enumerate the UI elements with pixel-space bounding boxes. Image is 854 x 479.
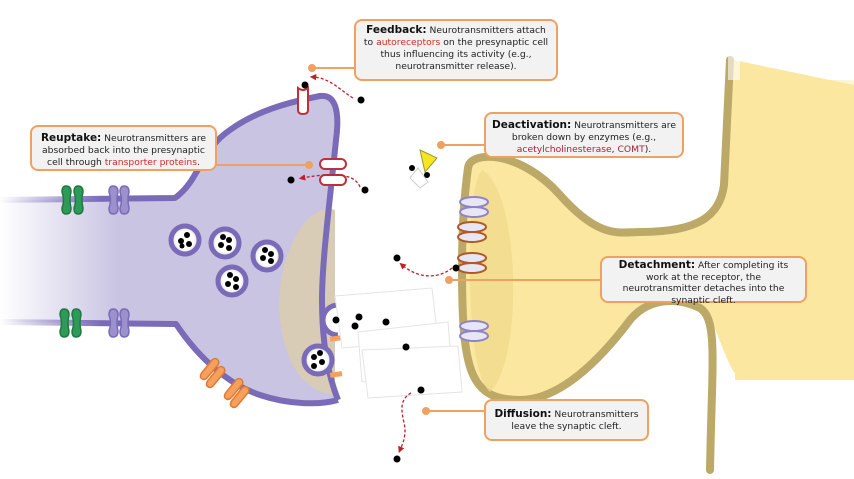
vesicle (215, 264, 249, 298)
callout-title: Detachment: (618, 259, 696, 271)
neurotransmitter (357, 96, 365, 104)
receptor-purple-1 (459, 196, 489, 218)
snare-protein (329, 371, 343, 378)
pathway-arrows (298, 73, 453, 454)
postsynaptic-body (462, 60, 854, 400)
neurotransmitter (452, 264, 460, 272)
neurotransmitter (417, 386, 425, 394)
postsynaptic-neuron (458, 40, 854, 474)
neurotransmitter (355, 313, 363, 321)
neurotransmitter (382, 318, 390, 326)
callout-text: Neurotransmitters are absorbed back into… (42, 133, 207, 168)
receptor-purple-2 (459, 320, 489, 342)
callout-text: on the presynaptic cell thus influencing… (380, 37, 549, 72)
callout-diffusion: Diffusion: Neurotransmitters leave the s… (484, 399, 649, 441)
callout-title: Deactivation: (492, 119, 572, 131)
ion-channel-green-bottom (59, 308, 82, 338)
enzyme (409, 149, 438, 189)
callout-text: Neurotransmitters attach to (363, 25, 546, 48)
vesicle-docked (301, 343, 335, 377)
diffusion-arrow (398, 392, 412, 454)
comt-term: COMT (617, 144, 645, 155)
callout-text: Neurotransmitters are broken down by enz… (511, 120, 676, 143)
synaptic-vesicles (168, 223, 339, 377)
ion-channel-orange (199, 357, 250, 409)
neurotransmitters (287, 96, 460, 463)
neurotransmitter (332, 316, 340, 324)
callout-detachment: Detachment: After completing its work at… (600, 256, 807, 306)
neurotransmitter (393, 254, 401, 262)
receptor-brown-1 (457, 221, 487, 243)
callout-text: . (197, 157, 200, 168)
autoreceptors-term: autoreceptors (376, 37, 441, 48)
acetylcholinesterase-term: acetylcholinesterase (516, 144, 612, 155)
cleft-panels (334, 287, 463, 399)
neurotransmitter (402, 343, 410, 351)
callout-leaders (208, 64, 600, 415)
ion-channel-purple-top (108, 185, 130, 215)
callout-title: Reuptake: (40, 132, 102, 144)
snare-protein (329, 335, 343, 342)
callout-text: Neurotransmitters leave the synaptic cle… (511, 409, 639, 432)
neurotransmitter (287, 176, 295, 184)
callout-text: , (611, 144, 618, 155)
ion-channel-green-top (61, 185, 84, 215)
neurotransmitter (361, 186, 369, 194)
presynaptic-membrane-bottom (0, 319, 339, 407)
callout-reuptake: Reuptake: Neurotransmitters are absorbed… (30, 125, 217, 171)
presynaptic-terminal-body (0, 95, 338, 404)
postsynaptic-membrane-bottom (458, 264, 717, 474)
vesicle (168, 223, 202, 257)
postsynaptic-receptors (457, 196, 489, 342)
feedback-arrow (309, 73, 354, 99)
receptor-brown-2 (457, 252, 487, 274)
detachment-arrow (399, 262, 453, 277)
vesicle (208, 226, 242, 260)
neurotransmitter (393, 455, 401, 463)
autoreceptor (297, 81, 309, 116)
ion-channel-purple-bottom (108, 308, 130, 338)
callout-feedback: Feedback: Neurotransmitters attach to au… (354, 19, 558, 81)
callout-title: Feedback: (366, 24, 427, 36)
callout-text: After completing its work at the recepto… (622, 260, 789, 306)
callout-text: ). (644, 144, 652, 155)
vesicle (250, 239, 284, 273)
vesicle-fusing (320, 302, 339, 338)
callout-title: Diffusion: (494, 408, 552, 420)
neurotransmitter (351, 322, 359, 330)
callout-deactivation: Deactivation: Neurotransmitters are brok… (484, 112, 684, 158)
transporter-proteins-term: transporter proteins (104, 157, 198, 168)
